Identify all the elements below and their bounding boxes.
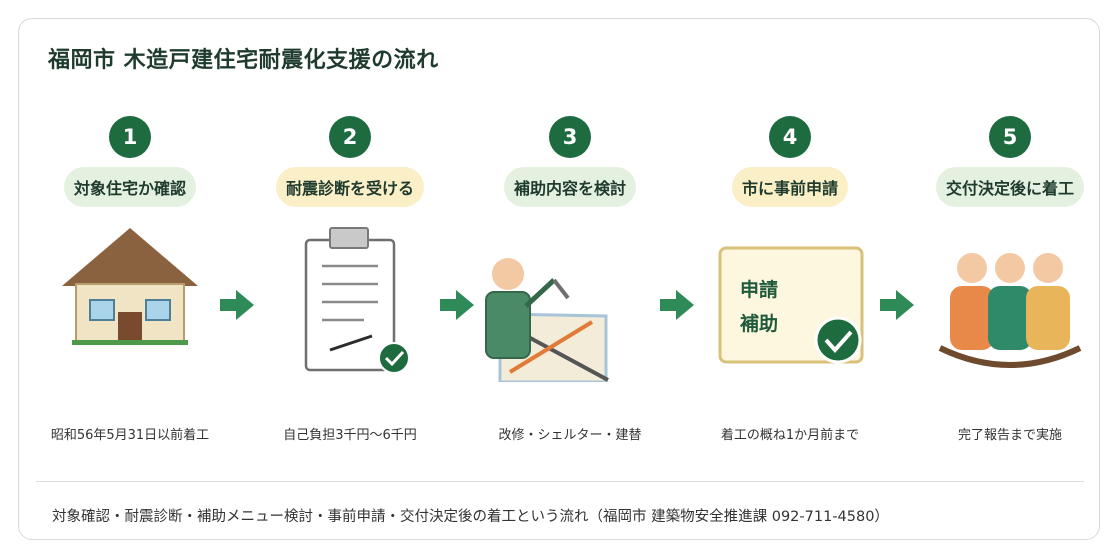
- step-3: 3 補助内容を検討 改修・シェルター・建替: [460, 0, 680, 470]
- arrow-right-icon: [880, 290, 914, 320]
- step-number: 2: [329, 116, 371, 158]
- application-form-icon: 申請 補助: [718, 246, 864, 364]
- step-note: 昭和56年5月31日以前着工: [50, 428, 210, 443]
- step-label: 市に事前申請: [731, 167, 849, 207]
- page-title: 福岡市 木造戸建住宅耐震化支援の流れ: [48, 48, 439, 73]
- arrow-right-icon: [660, 290, 694, 320]
- step-2: 2 耐震診断を受ける 自己負担3千円～6千円: [240, 0, 460, 470]
- step-number: 1: [109, 116, 151, 158]
- form-line-2: 補助: [739, 312, 778, 335]
- step-note: 改修・シェルター・建替: [498, 428, 642, 443]
- arrow-right-icon: [440, 290, 474, 320]
- people-group-icon: [938, 253, 1082, 368]
- flow-card: [18, 18, 1100, 540]
- clipboard-check-icon: [304, 227, 410, 374]
- step-label: 補助内容を検討: [503, 167, 637, 207]
- step-label: 交付決定後に着工: [935, 167, 1085, 207]
- step-4: 4 市に事前申請 申請 補助 着工の概ね1か月前まで: [680, 0, 900, 470]
- footer-summary: 対象確認・耐震診断・補助メニュー検討・事前申請・交付決定後の着工という流れ（福岡…: [52, 509, 889, 525]
- step-number: 3: [549, 116, 591, 158]
- step-1: 1 対象住宅か確認 昭和56年5月31日以前着工: [20, 0, 240, 470]
- divider: [36, 481, 1084, 482]
- step-number: 4: [769, 116, 811, 158]
- arrow-right-icon: [220, 290, 254, 320]
- person-plan-icon: [485, 258, 609, 382]
- form-line-1: 申請: [740, 278, 778, 301]
- step-note: 着工の概ね1か月前まで: [720, 428, 860, 443]
- step-note: 自己負担3千円～6千円: [283, 428, 417, 443]
- step-label: 耐震診断を受ける: [275, 167, 425, 207]
- step-note: 完了報告まで実施: [957, 428, 1062, 443]
- step-label: 対象住宅か確認: [63, 167, 197, 207]
- step-5: 5 交付決定後に着工 完了報告まで実施: [900, 0, 1120, 470]
- house-icon: [62, 228, 198, 345]
- step-number: 5: [989, 116, 1031, 158]
